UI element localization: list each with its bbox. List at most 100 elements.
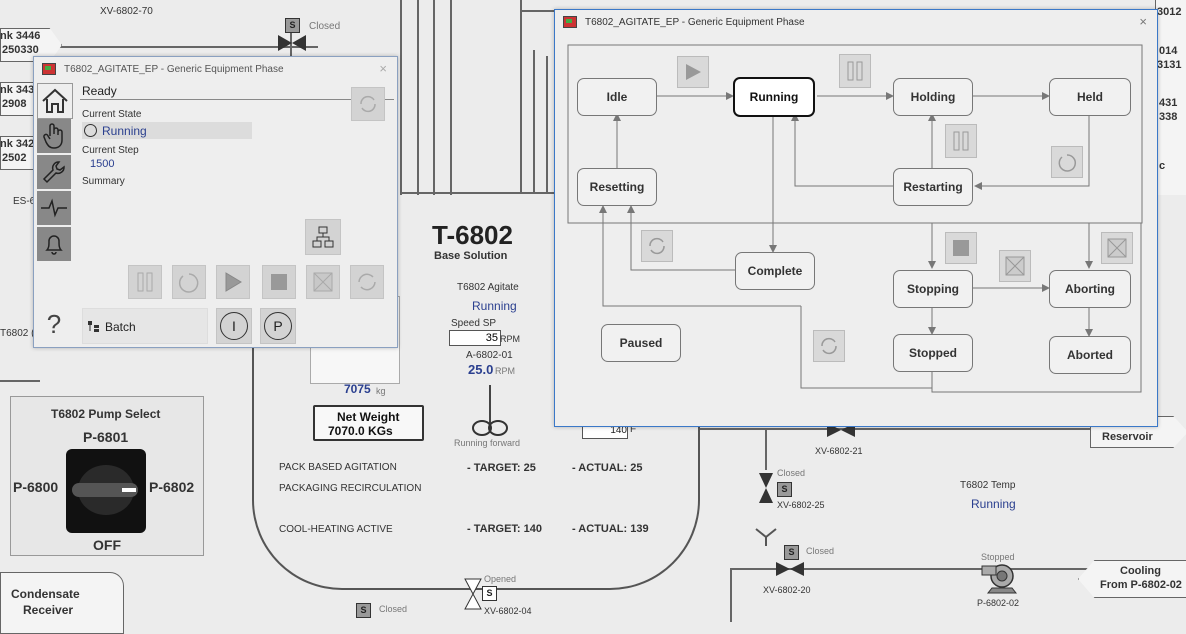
reset-icon: [649, 237, 665, 255]
right-tag: 3131: [1157, 59, 1182, 71]
faceplate-title: T6802_AGITATE_EP - Generic Equipment Pha…: [64, 63, 284, 75]
row-label: COOL-HEATING ACTIVE: [279, 524, 393, 535]
weight-unit: kg: [376, 386, 386, 396]
valve-xv-6802-25[interactable]: [758, 472, 774, 504]
t6802-label: T6802 (: [0, 328, 35, 339]
abort-icon: [1005, 256, 1025, 276]
current-step-value: 1500: [90, 158, 115, 170]
row-actual: - ACTUAL: 25: [572, 462, 643, 474]
state-running: Running: [733, 77, 815, 117]
stop-command-button[interactable]: [945, 232, 977, 264]
state-window-titlebar[interactable]: T6802_AGITATE_EP - Generic Equipment Pha…: [555, 10, 1157, 34]
current-state-value: Running: [102, 124, 147, 138]
header-divider: [80, 99, 394, 100]
interlock-button[interactable]: I: [216, 308, 252, 344]
hold-command-button[interactable]: [839, 54, 871, 88]
funnel-icon: [755, 528, 777, 546]
condensate-receiver: Condensate Receiver: [0, 572, 124, 634]
valve-tag: XV-6802-04: [484, 606, 532, 616]
reset-command-button[interactable]: [641, 230, 673, 262]
phase-faceplate-window[interactable]: T6802_AGITATE_EP - Generic Equipment Pha…: [33, 56, 398, 348]
speed-sp-input[interactable]: [449, 330, 501, 346]
state-idle: Idle: [577, 78, 657, 116]
valve-xv-6802-04[interactable]: [464, 578, 482, 610]
hierarchy-button[interactable]: [305, 219, 341, 255]
state-window-title: T6802_AGITATE_EP - Generic Equipment Pha…: [585, 16, 805, 28]
close-icon[interactable]: ×: [379, 61, 387, 76]
abort-command-button-2[interactable]: [999, 250, 1031, 282]
ready-label: Ready: [82, 84, 117, 98]
pause-icon: [137, 272, 153, 292]
net-weight-button[interactable]: Net Weight 7070.0 KGs: [313, 405, 424, 441]
valve-xv-6802-20[interactable]: [775, 561, 805, 577]
close-icon[interactable]: ×: [1139, 14, 1147, 29]
agitator-icon[interactable]: [472, 418, 508, 438]
hold-button[interactable]: [128, 265, 162, 299]
tank-tag-label: nk 342: [0, 138, 35, 150]
right-tag: 431: [1159, 97, 1178, 109]
faceplate-titlebar[interactable]: T6802_AGITATE_EP - Generic Equipment Pha…: [34, 57, 397, 81]
help-button[interactable]: ?: [37, 307, 71, 341]
current-step-label: Current Step: [82, 145, 139, 156]
tank-title: T-6802: [432, 220, 513, 250]
home-button[interactable]: [37, 83, 73, 119]
permissive-button[interactable]: P: [260, 308, 296, 344]
restart-button[interactable]: [172, 265, 206, 299]
agitator-speed: 25.0: [468, 362, 494, 377]
restart-command-button[interactable]: [1051, 146, 1083, 178]
refresh-icon: [360, 95, 376, 113]
restart-icon: [178, 273, 199, 293]
reset-button[interactable]: [350, 265, 384, 299]
pump-select-top: P-6801: [83, 429, 129, 445]
manual-button[interactable]: [37, 119, 71, 153]
stop-icon: [271, 274, 287, 290]
valve-tag: XV-6802-25: [777, 500, 825, 510]
reset-command-button-2[interactable]: [813, 330, 845, 362]
help-icon: ?: [46, 309, 62, 339]
pump-select-bottom: OFF: [93, 537, 121, 553]
trend-button[interactable]: [37, 191, 71, 225]
restart-icon: [1058, 154, 1076, 172]
stop-button[interactable]: [262, 265, 296, 299]
state-restarting: Restarting: [893, 168, 973, 206]
batch-button[interactable]: Batch: [82, 308, 208, 344]
stop-icon: [953, 240, 969, 256]
pump-selector-switch[interactable]: [66, 449, 146, 533]
agitator-tag: A-6802-01: [466, 350, 513, 361]
alarm-button[interactable]: [37, 227, 71, 261]
state-aborting: Aborting: [1049, 270, 1131, 308]
solenoid-box: S: [356, 603, 371, 618]
state-model-window[interactable]: T6802_AGITATE_EP - Generic Equipment Pha…: [554, 9, 1158, 427]
condensate-line1: Condensate: [11, 587, 80, 601]
batch-icon: [88, 321, 99, 332]
start-command-button[interactable]: [677, 56, 709, 88]
net-weight-label: Net Weight: [337, 410, 400, 424]
valve-status: Closed: [309, 21, 341, 32]
pump-p-6802-02[interactable]: [980, 562, 1020, 594]
valve-tag: XV-6802-70: [100, 6, 153, 17]
valve-xv-6802-70[interactable]: S: [277, 18, 307, 58]
abort-button[interactable]: [306, 265, 340, 299]
tank-tag-label: nk 343: [0, 84, 35, 96]
temp-status: Running: [971, 497, 1016, 511]
maintenance-button[interactable]: [37, 155, 71, 189]
app-icon: [563, 16, 577, 28]
trend-icon: [41, 198, 67, 218]
row-target: - TARGET: 140: [467, 523, 542, 535]
reset-corner-button[interactable]: [351, 87, 385, 121]
abort-command-button[interactable]: [1101, 232, 1133, 264]
right-tag: 338: [1159, 111, 1178, 123]
state-indicator-icon: [84, 124, 97, 137]
agitator-rpm-unit: RPM: [495, 366, 515, 376]
pump-status: Stopped: [981, 552, 1015, 562]
row-label: PACK BASED AGITATION: [279, 462, 397, 473]
hold-command-button-2[interactable]: [945, 124, 977, 158]
pump-select-right: P-6802: [149, 479, 195, 495]
reservoir-label: Reservoir: [1102, 431, 1153, 443]
solenoid-box: S: [784, 545, 799, 560]
net-weight-value: 7070.0 KGs: [328, 424, 393, 438]
valve-status: Opened: [484, 574, 517, 584]
cooling-line2: From P-6802-02: [1100, 579, 1182, 591]
cooling-tag: [1078, 560, 1186, 598]
start-button[interactable]: [216, 265, 250, 299]
